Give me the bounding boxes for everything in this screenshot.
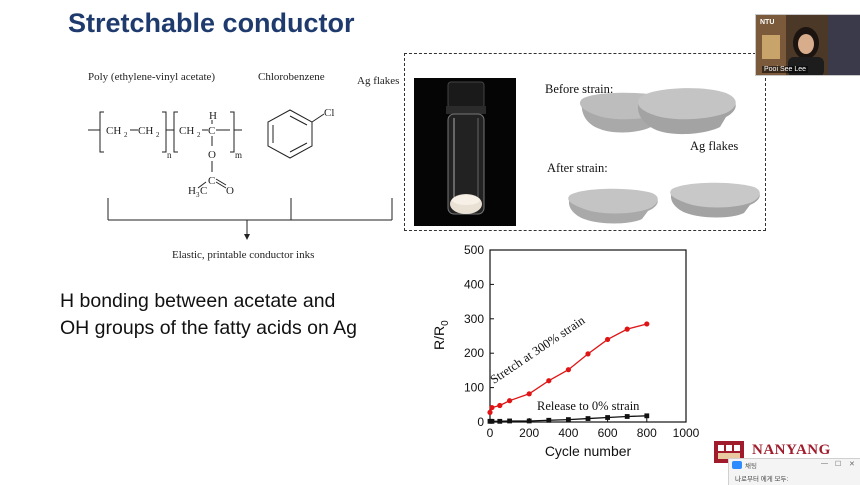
series-point-1	[489, 418, 495, 424]
h-atom: H	[209, 110, 217, 122]
vial-photo	[414, 78, 516, 226]
resistance-chart: 0 200 400 600 800 1000 0 100 200 300 400 500 R/R0 C…	[431, 243, 700, 459]
chlorobenzene-label: Chlorobenzene	[258, 71, 325, 83]
n-sub: n	[167, 150, 172, 160]
x-tick-label: 800	[637, 426, 657, 440]
webcam-name: Pooi See Lee	[762, 66, 809, 73]
c-center: C	[208, 125, 215, 137]
series-label-release: Release to 0% strain	[537, 399, 640, 413]
ink-label: Elastic, printable conductor inks	[172, 249, 315, 261]
ch2-3-sub: 2	[197, 131, 201, 139]
series-point-0	[565, 367, 571, 373]
series-point-0	[507, 398, 513, 404]
eva-label: Poly (ethylene-vinyl acetate)	[88, 71, 216, 83]
y-tick-label: 500	[464, 243, 484, 257]
y-tick-label: 200	[464, 346, 484, 360]
x-tick-label: 0	[487, 426, 494, 440]
y-tick-label: 100	[464, 381, 484, 395]
series-point-1	[546, 417, 552, 423]
y-axis-label: R/R0	[431, 320, 451, 350]
plot-frame	[489, 249, 687, 423]
methyl-sub: 3	[196, 191, 200, 199]
series-point-0	[644, 321, 650, 327]
chat-title: 채팅	[745, 463, 757, 470]
c-carbonyl: C	[208, 175, 215, 187]
series-point-1	[624, 414, 630, 419]
chat-message: 나로부터 에게 모두:	[735, 476, 789, 483]
ag-flakes-caption: Ag flakes	[690, 139, 739, 153]
ag-flakes-label: Ag flakes	[357, 75, 400, 87]
logo-text: NANYANG	[752, 442, 831, 458]
ch2-3: CH	[179, 125, 194, 137]
series-point-0	[489, 404, 495, 411]
webcam-video	[756, 15, 860, 75]
chat-icon	[732, 461, 742, 469]
chat-restore-button[interactable]: ☐	[835, 461, 842, 468]
ch2-2-sub: 2	[156, 131, 160, 139]
after-strain-label: After strain:	[547, 161, 608, 175]
ch2-1-sub: 2	[124, 131, 128, 139]
chart-series	[487, 321, 650, 424]
eva-structure: CH 2 CH 2 n CH 2 C H m O C O H 3 C	[88, 107, 393, 240]
series-point-0	[546, 378, 552, 384]
webcam-badge: NTU	[760, 19, 775, 26]
flakes-illustration	[568, 88, 760, 224]
series-point-1	[566, 417, 571, 422]
webcam-tile[interactable]: NTU Pooi See Lee	[755, 14, 860, 76]
series-point-0	[605, 336, 611, 343]
crest-icon	[714, 441, 744, 463]
chat-panel[interactable]: 채팅 — ☐ ✕ 나로부터 에게 모두:	[728, 458, 860, 485]
series-point-1	[526, 418, 532, 424]
x-tick-label: 600	[598, 426, 618, 440]
body-line-2: OH groups of the fatty acids on Ag	[60, 317, 358, 339]
y-tick-label: 400	[464, 277, 484, 291]
ch2-2: CH	[138, 125, 153, 137]
series-point-0	[497, 402, 503, 409]
series-point-0	[487, 409, 493, 415]
methyl-h: H	[188, 185, 196, 197]
series-point-1	[644, 413, 650, 419]
series-label-stretch: Stretch at 300% strain	[488, 313, 588, 387]
chat-close-button[interactable]: ✕	[849, 461, 855, 468]
x-axis-label: Cycle number	[545, 443, 632, 459]
series-point-1	[497, 418, 503, 424]
before-strain-label: Before strain:	[545, 82, 614, 96]
y-tick-label: 300	[464, 312, 484, 326]
x-tick-label: 1000	[673, 426, 700, 440]
x-tick-label: 400	[558, 426, 578, 440]
o-double: O	[226, 185, 234, 197]
university-logo: NANYANG	[712, 440, 860, 464]
y-tick-label: 0	[477, 415, 484, 429]
slide-title: Stretchable conductor	[68, 8, 355, 38]
figure-box	[404, 53, 766, 231]
x-tick-label: 200	[519, 426, 539, 440]
series-point-0	[585, 351, 591, 357]
cl-atom: Cl	[324, 107, 334, 119]
ch2-1: CH	[106, 125, 121, 137]
series-point-0	[624, 326, 630, 332]
body-line-1: H bonding between acetate and	[60, 290, 336, 312]
methyl-c: C	[200, 185, 207, 197]
body-text: H bonding between acetate and OH groups …	[60, 288, 357, 342]
series-point-1	[507, 418, 512, 424]
o-atom: O	[208, 149, 216, 161]
m-sub: m	[235, 150, 242, 160]
series-point-1	[585, 416, 591, 421]
chat-minimize-button[interactable]: —	[821, 460, 828, 467]
series-point-0	[526, 391, 532, 397]
series-point-1	[605, 415, 610, 420]
chart-axes: 0 200 400 600 800 1000 0 100 200 300 400 500	[464, 243, 700, 440]
